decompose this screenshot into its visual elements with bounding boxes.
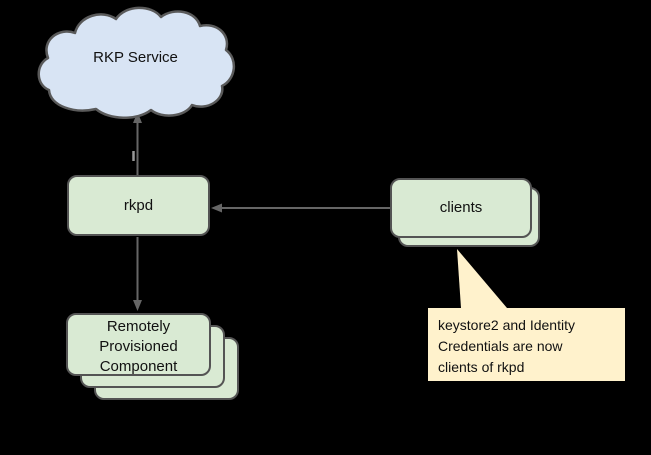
rkpd-node: rkpd [67,175,210,236]
callout-tail [457,249,507,308]
cloud-shape [37,6,235,119]
rkp-service-cloud [37,6,235,119]
component-node: Remotely Provisioned Component [66,313,211,376]
arrow-rkpd-to-component [133,237,142,311]
clients-label: clients [439,199,483,216]
rkpd-label: rkpd [123,196,154,214]
component-label: Remotely Provisioned Component [99,318,178,375]
callout-note: keystore2 and Identity Credentials are n… [428,308,625,381]
arrow-clients-to-rkpd [211,203,390,213]
clients-node: clients [390,178,532,238]
cloud-label: RKP Service [93,49,178,66]
callout-text: keystore2 and Identity Credentials are n… [438,317,575,375]
